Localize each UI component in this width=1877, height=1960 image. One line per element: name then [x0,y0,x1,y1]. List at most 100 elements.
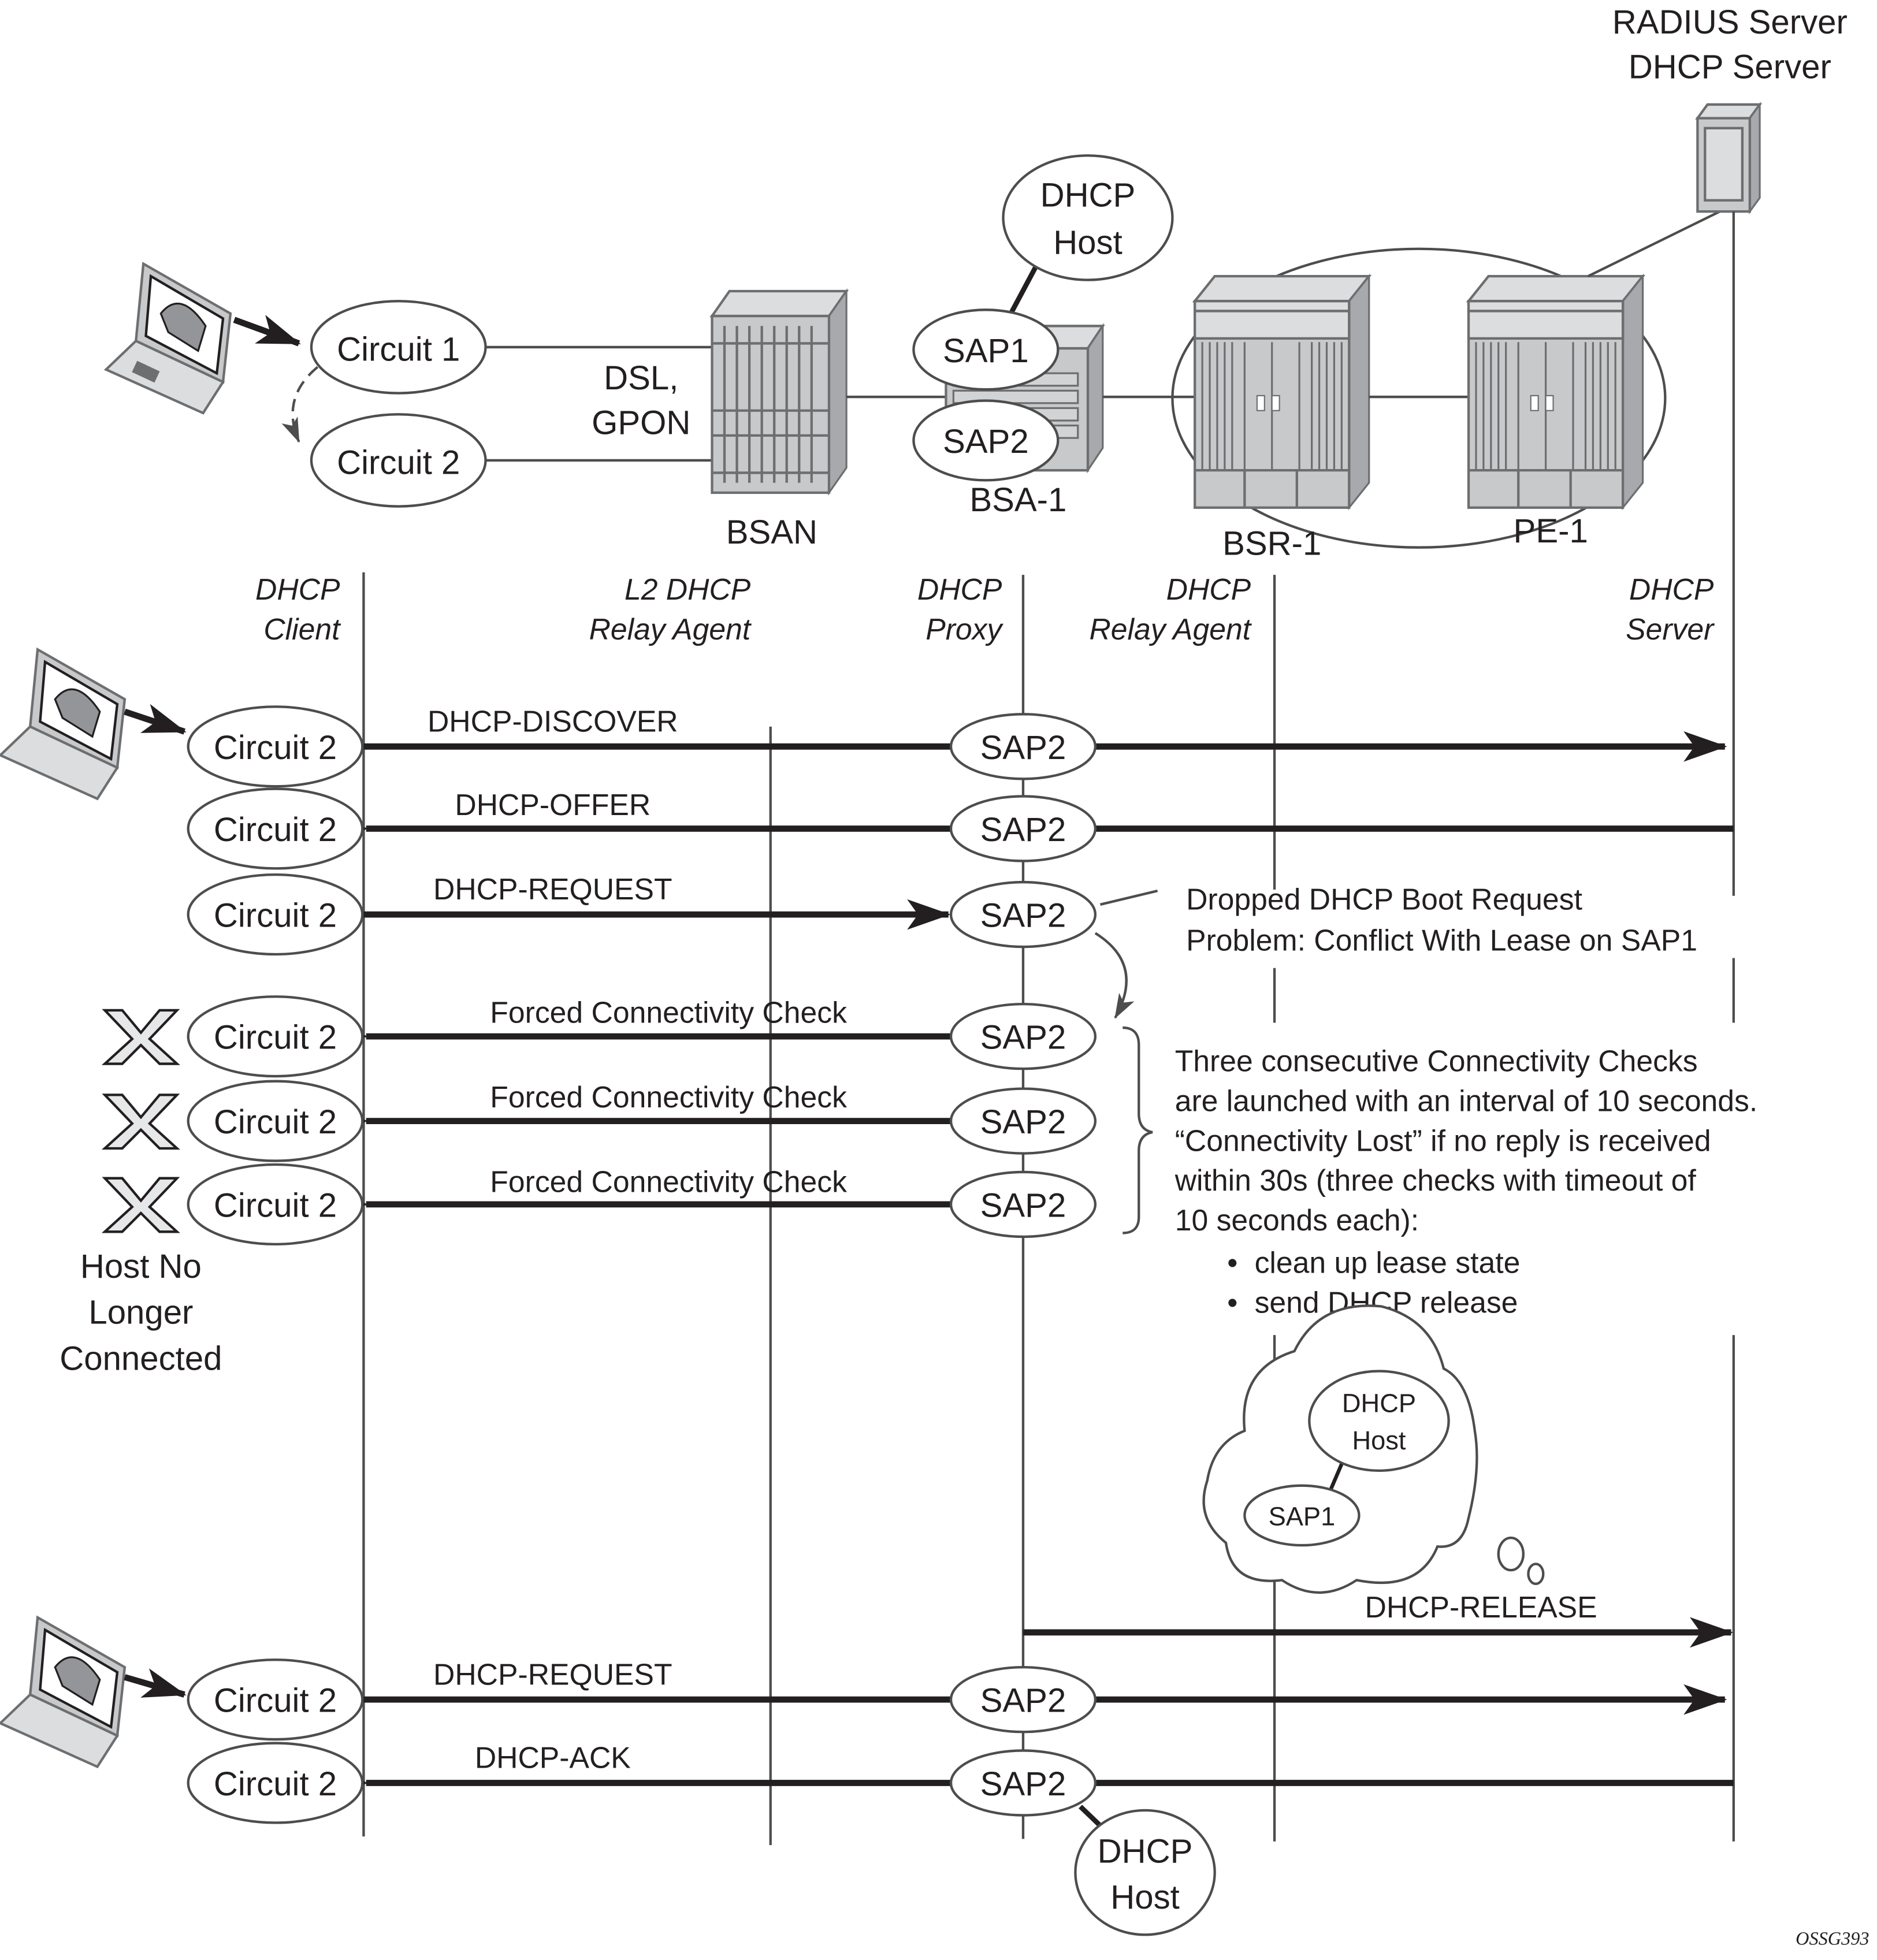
failover-arrow [281,366,319,443]
laptop-icon [103,262,232,415]
host-lost-label: Host No [80,1248,202,1285]
svg-text:SAP2: SAP2 [980,1103,1066,1141]
message-row: DHCP-ACK Circuit 2 SAP2 [187,1741,1734,1824]
note-leader [1099,890,1158,906]
svg-text:10 seconds each):: 10 seconds each): [1175,1203,1419,1237]
laptop-icon [0,647,127,801]
server-label: RADIUS Server [1612,3,1848,41]
link-pe-server [1587,207,1726,278]
svg-text:SAP1: SAP1 [1269,1502,1336,1531]
topology: Circuit 1 Circuit 2 DSL, GPON [103,3,1848,563]
circuit2-node: Circuit 2 [310,413,487,508]
svg-text:SAP2: SAP2 [980,897,1066,935]
svg-text:SAP2: SAP2 [980,1187,1066,1224]
message-label: DHCP-ACK [475,1741,631,1775]
svg-text:Relay Agent: Relay Agent [1089,612,1252,646]
svg-text:“Connectivity Lost” if no repl: “Connectivity Lost” if no reply is recei… [1175,1124,1711,1157]
message-label: DHCP-DISCOVER [428,704,678,738]
svg-text:SAP1: SAP1 [943,332,1029,370]
svg-text:Circuit 2: Circuit 2 [214,1103,337,1141]
bsa-label: BSA-1 [969,481,1066,519]
dhcp-host-node: DHCP Host [1074,1809,1216,1936]
bsr-device-icon [1192,273,1372,511]
brace [1123,1026,1153,1234]
message-row: Forced Connectivity Check Circuit 2 SAP2 [187,1163,1097,1245]
message-row: Forced Connectivity Check Circuit 2 SAP2 [187,995,1097,1078]
server-icon [1695,101,1763,215]
circuit1-node: Circuit 1 [310,300,487,395]
svg-text:DHCP: DHCP [1040,177,1136,214]
svg-text:Circuit 2: Circuit 2 [214,1682,337,1720]
svg-text:SAP2: SAP2 [980,1765,1066,1803]
ring-network [1171,247,1667,549]
notes: Dropped DHCP Boot Request Problem: Confl… [1174,882,1758,1319]
svg-text:Host: Host [1110,1879,1180,1916]
message-label: Forced Connectivity Check [490,1165,847,1198]
svg-text:Circuit 2: Circuit 2 [214,1187,337,1224]
message-label: DHCP-RELEASE [1365,1590,1597,1624]
svg-text:are launched with an interval: are launched with an interval of 10 seco… [1175,1084,1758,1117]
bsan-device-icon [709,288,849,496]
svg-text:Circuit 2: Circuit 2 [214,811,337,849]
svg-text:DHCP: DHCP [1342,1389,1416,1418]
bsan-label: BSAN [726,514,817,551]
pe-label: PE-1 [1514,512,1588,550]
role-headers: DHCP Client L2 DHCP Relay Agent DHCP Pro… [255,572,1715,646]
svg-text:Problem: Conflict With Lease o: Problem: Conflict With Lease on SAP1 [1186,924,1697,957]
message-row: DHCP-REQUEST Circuit 2 SAP2 [187,1657,1727,1741]
message-label: DHCP-OFFER [455,788,651,821]
svg-text:Circuit 2: Circuit 2 [214,1765,337,1803]
svg-text:Circuit 1: Circuit 1 [337,331,460,369]
bsr-label: BSR-1 [1222,525,1321,563]
role-server: DHCP [1629,572,1714,606]
laptop-icon [0,1615,127,1769]
svg-text:Host: Host [1352,1426,1406,1455]
message-row: DHCP-REQUEST Circuit 2 SAP2 [187,872,1097,956]
dropped-note: Dropped DHCP Boot Request [1186,882,1582,916]
svg-text:SAP2: SAP2 [980,729,1066,767]
server-label-2: DHCP Server [1629,49,1831,86]
svg-text:Connected: Connected [60,1340,222,1377]
svg-text:Circuit 2: Circuit 2 [214,1019,337,1057]
disconnected-x-icon [101,1177,180,1233]
svg-text:Circuit 2: Circuit 2 [337,444,460,482]
svg-text:SAP2: SAP2 [980,811,1066,849]
svg-text:•: • [1227,1285,1237,1319]
disconnected-x-icon [101,1094,180,1150]
svg-text:Proxy: Proxy [926,612,1003,646]
dhcp-host-node: DHCP Host [1002,154,1174,281]
role-client: DHCP [255,572,340,606]
message-label: Forced Connectivity Check [490,1080,847,1114]
access-label-2: GPON [592,404,690,442]
role-l2-relay: L2 DHCP [625,572,751,606]
laptop-connect-arrow [233,315,301,347]
svg-text:•: • [1227,1245,1237,1279]
message-row: Forced Connectivity Check Circuit 2 SAP2 [187,1080,1097,1162]
role-proxy: DHCP [917,572,1002,606]
messages: DHCP-DISCOVER Circuit 2 SAP2 DHCP-OFFER … [0,647,1734,1936]
message-row: DHCP-RELEASE [1023,1590,1734,1648]
svg-text:Longer: Longer [88,1294,193,1332]
figure-id: OSSG393 [1796,1928,1869,1948]
svg-text:SAP2: SAP2 [943,423,1029,460]
message-label: Forced Connectivity Check [490,995,847,1029]
bullet-item: clean up lease state [1255,1245,1521,1279]
cloud-sap1-node [1243,1484,1361,1547]
svg-text:Circuit 2: Circuit 2 [214,897,337,935]
svg-text:DHCP: DHCP [1098,1832,1193,1870]
pe-device-icon [1466,273,1646,511]
svg-text:Client: Client [263,612,341,646]
svg-text:Circuit 2: Circuit 2 [214,729,337,767]
svg-text:Server: Server [1626,612,1715,646]
svg-text:Host: Host [1053,224,1123,261]
retry-arrow [1094,932,1135,1019]
message-label: DHCP-REQUEST [433,1657,672,1691]
svg-text:SAP2: SAP2 [980,1682,1066,1720]
sap1-node: SAP1 [912,308,1060,391]
checks-note: Three consecutive Connectivity Checks [1175,1044,1698,1077]
svg-text:Relay Agent: Relay Agent [589,612,752,646]
svg-text:within 30s (three checks with: within 30s (three checks with timeout of [1174,1163,1697,1197]
svg-text:SAP2: SAP2 [980,1019,1066,1057]
role-relay-agent: DHCP [1166,572,1251,606]
